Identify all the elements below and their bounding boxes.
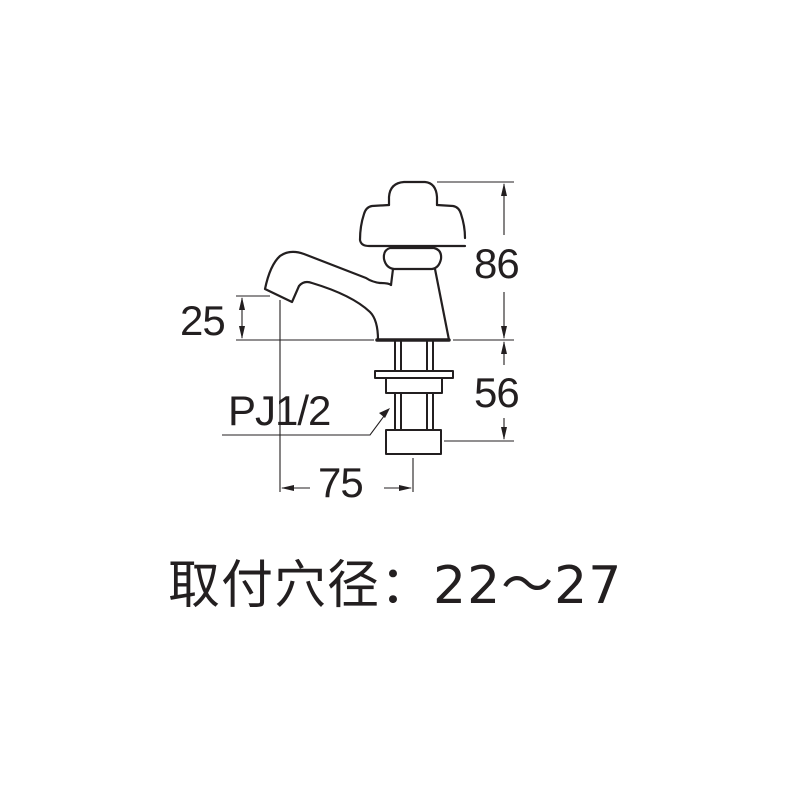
arrow-75-right bbox=[399, 485, 412, 491]
arrow-pj-leader bbox=[379, 408, 390, 418]
arrow-25-bottom bbox=[239, 326, 245, 339]
handle-body bbox=[358, 203, 467, 248]
arrow-56-top bbox=[501, 341, 507, 354]
handle-cap bbox=[387, 180, 439, 207]
washer-plate bbox=[374, 370, 454, 379]
arrow-86-bottom bbox=[501, 326, 507, 339]
arrow-86-top bbox=[501, 183, 507, 196]
pj-leader-line bbox=[222, 411, 388, 436]
arrow-56-bottom bbox=[501, 427, 507, 440]
shank-lower bbox=[394, 392, 434, 431]
lock-nut bbox=[385, 377, 443, 394]
mounting-hole-caption: 取付穴径：22～27 bbox=[168, 556, 623, 616]
arrow-75-left bbox=[281, 485, 294, 491]
dim-label-86: 86 bbox=[474, 240, 520, 287]
arrow-25-top bbox=[239, 297, 245, 310]
bottom-nut bbox=[385, 429, 442, 455]
dim-label-75: 75 bbox=[318, 459, 364, 506]
faucet-spout bbox=[263, 250, 393, 342]
shank-upper bbox=[394, 340, 434, 372]
thread-spec-label: PJ1/2 bbox=[228, 387, 331, 434]
dim-label-25: 25 bbox=[180, 297, 226, 344]
faucet-body bbox=[389, 267, 451, 342]
dim-label-56: 56 bbox=[474, 369, 520, 416]
handle-collar bbox=[382, 246, 443, 271]
